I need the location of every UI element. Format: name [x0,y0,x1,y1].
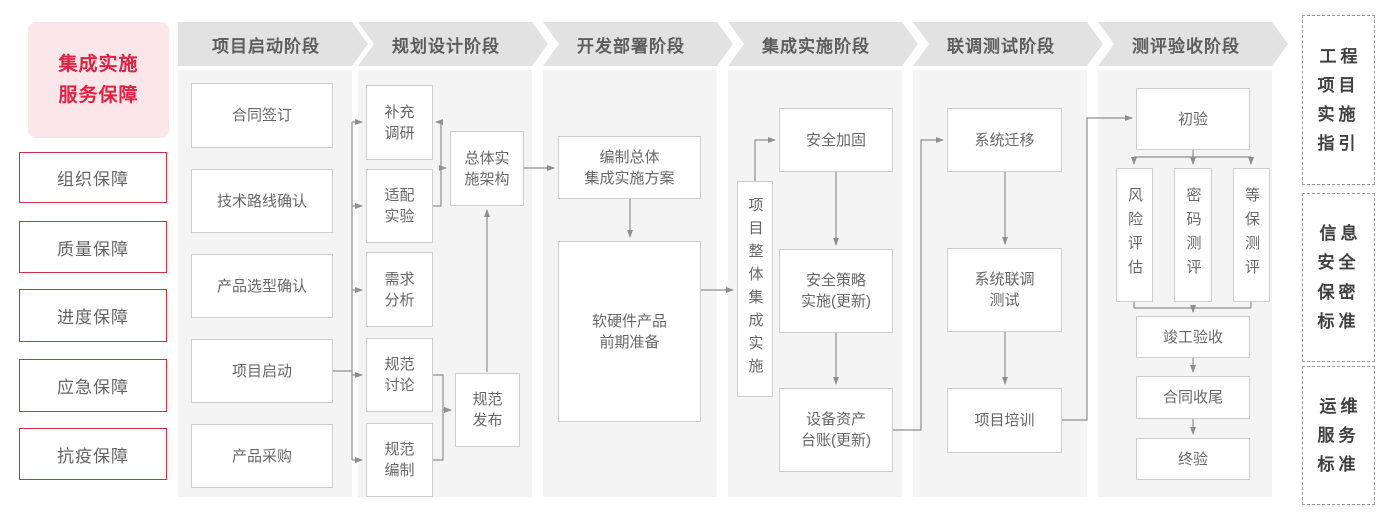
phase-header-project-initiation: 项目启动阶段 [178,22,368,66]
node-requirement-analysis: 需求 分析 [366,252,433,327]
node-risk-assessment: 风险评估 [1116,168,1153,302]
rail-item-progress: 进度保障 [19,289,167,342]
standard-om-service: 运维 服务 标准 [1302,366,1375,505]
rail-item-organization: 组织保障 [19,152,167,203]
rail-item-epidemic: 抗疫保障 [19,428,167,480]
node-system-migration: 系统迁移 [947,108,1062,172]
node-supplementary-research: 补充 调研 [366,85,433,160]
rail-item-quality: 质量保障 [19,221,167,273]
node-adaptation-test: 适配 实验 [366,169,433,243]
node-spec-discussion: 规范 讨论 [366,338,433,412]
node-joint-debug-test: 系统联调 测试 [947,248,1062,332]
node-spec-release: 规范 发布 [455,373,520,447]
node-contract-closure: 合同收尾 [1136,376,1250,419]
node-security-hardening: 安全加固 [779,108,893,172]
node-mlps-evaluation: 等保测评 [1233,168,1270,302]
rail-title: 集成实施 服务保障 [28,22,169,138]
phase-header-planning-design: 规划设计阶段 [358,22,548,66]
standard-project-implementation-guide: 工程 项目 实施 指引 [1302,15,1375,185]
node-project-training: 项目培训 [947,388,1062,453]
node-overall-impl-architecture: 总体实 施架构 [450,131,524,206]
phase-header-dev-deployment: 开发部署阶段 [543,22,733,66]
node-product-selection: 产品选型确认 [191,254,333,318]
node-overall-impl-plan: 编制总体 集成实施方案 [558,136,701,199]
node-project-kickoff: 项目启动 [191,339,333,403]
node-crypto-evaluation: 密码测评 [1174,168,1212,302]
node-product-procurement: 产品采购 [191,424,333,488]
node-tech-route-confirm: 技术路线确认 [191,169,333,233]
rail-item-emergency: 应急保障 [19,359,167,412]
phase-header-integration-impl: 集成实施阶段 [728,22,918,66]
standard-infosec-confidentiality: 信息 安全 保密 标准 [1302,193,1375,362]
node-hw-sw-preparation: 软硬件产品 前期准备 [558,241,701,422]
node-overall-integration-impl: 项目整体集成实施 [737,181,773,397]
node-security-policy-impl: 安全策略 实施(更新) [779,249,893,333]
node-initial-acceptance: 初验 [1136,88,1250,150]
node-contract-signing: 合同签订 [191,83,333,148]
phase-header-joint-testing: 联调测试阶段 [913,22,1103,66]
node-spec-compilation: 规范 编制 [366,423,433,497]
node-completion-acceptance: 竣工验收 [1136,316,1250,358]
node-asset-ledger-update: 设备资产 台账(更新) [779,388,893,472]
phase-header-evaluation-acceptance: 测评验收阶段 [1098,22,1288,66]
node-final-acceptance: 终验 [1136,438,1250,480]
